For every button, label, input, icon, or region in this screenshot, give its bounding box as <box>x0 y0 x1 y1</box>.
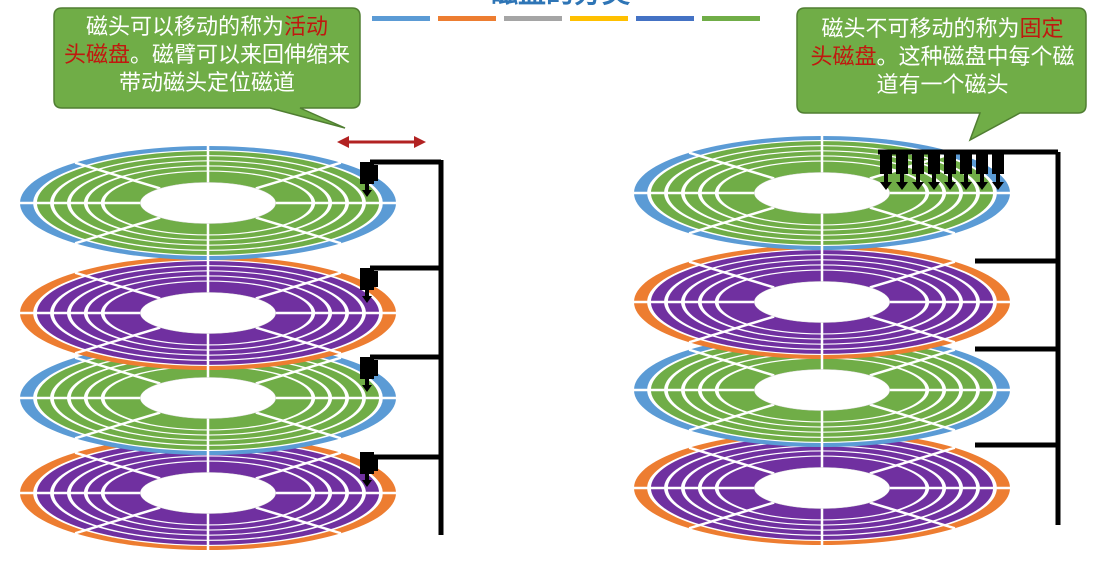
read-write-head-icon <box>360 162 378 197</box>
sector-line <box>255 506 342 535</box>
platter-hub <box>754 281 890 323</box>
right-callout-highlight2: 头磁盘 <box>810 45 877 70</box>
fixed-head-icon <box>912 152 924 190</box>
platter-hub <box>140 182 276 224</box>
platter-hub <box>754 467 890 509</box>
left-callout-part2: 。磁臂可以来回伸缩来带动磁头定位磁道 <box>118 43 351 96</box>
left-callout-highlight2: 头磁盘 <box>63 43 130 68</box>
page-title: 磁盘的分类 <box>490 0 630 9</box>
left-callout-part1: 磁头可以移动的称为 <box>85 15 284 40</box>
sector-line <box>869 501 956 530</box>
fixed-head-icon <box>896 152 908 190</box>
fixed-disk-arm <box>878 149 1061 525</box>
left-callout-text: 磁头可以移动的称为活动头磁盘。磁臂可以来回伸缩来带动磁头定位磁道 <box>62 14 352 98</box>
double-arrow-icon <box>337 136 426 148</box>
fixed-head-icon <box>992 152 1004 190</box>
sector-line <box>255 271 342 300</box>
sector-line <box>255 411 342 440</box>
sector-line <box>688 151 775 180</box>
sector-line <box>688 348 775 377</box>
color-strip-segment <box>504 16 562 21</box>
platter <box>20 436 396 550</box>
sector-line <box>74 506 161 535</box>
right-callout-bubble <box>796 7 1087 142</box>
title-color-strip <box>372 16 760 21</box>
sector-line <box>255 326 342 355</box>
sector-line <box>74 451 161 480</box>
color-strip-segment <box>372 16 430 21</box>
color-strip-segment <box>636 16 694 21</box>
platter-hub <box>754 172 890 214</box>
sector-line <box>869 206 956 235</box>
left-callout-highlight1: 活动 <box>284 15 329 40</box>
right-callout-highlight1: 固定 <box>1019 17 1064 42</box>
platter <box>20 341 396 455</box>
movable-head-disk-stack <box>20 146 396 550</box>
sector-line <box>74 411 161 440</box>
fixed-head-disk-stack <box>634 136 1010 545</box>
sector-line <box>74 271 161 300</box>
platter-hub <box>140 377 276 419</box>
sector-line <box>255 216 342 245</box>
sector-line <box>869 403 956 432</box>
sector-line <box>74 161 161 190</box>
platter-hub <box>140 292 276 334</box>
movable-disk-arm <box>360 159 444 535</box>
sector-line <box>255 356 342 385</box>
platter <box>634 431 1010 545</box>
sector-line <box>869 348 956 377</box>
sector-line <box>688 206 775 235</box>
right-callout-part1: 磁头不可移动的称为 <box>821 17 1020 42</box>
sector-line <box>688 501 775 530</box>
sector-line <box>74 216 161 245</box>
sector-line <box>869 260 956 289</box>
sector-line <box>688 403 775 432</box>
fixed-head-icon <box>976 152 988 190</box>
fixed-head-icon <box>928 152 940 190</box>
color-strip-segment <box>570 16 628 21</box>
platter-hub <box>754 369 890 411</box>
platter <box>20 146 396 260</box>
sector-line <box>74 356 161 385</box>
platter <box>634 245 1010 359</box>
read-write-head-icon <box>360 268 378 303</box>
sector-line <box>255 161 342 190</box>
platter <box>634 333 1010 447</box>
fixed-head-icon <box>880 152 892 190</box>
fixed-head-icon <box>960 152 972 190</box>
sector-line <box>255 451 342 480</box>
right-callout-text: 磁头不可移动的称为固定头磁盘。这种磁盘中每个磁道有一个磁头 <box>805 16 1080 100</box>
platter <box>20 256 396 370</box>
sector-line <box>688 446 775 475</box>
sector-line <box>688 260 775 289</box>
sector-line <box>869 315 956 344</box>
platter-hub <box>140 472 276 514</box>
sector-line <box>74 326 161 355</box>
read-write-head-icon <box>360 452 378 487</box>
fixed-head-icon <box>944 152 956 190</box>
color-strip-segment <box>438 16 496 21</box>
color-strip-segment <box>702 16 760 21</box>
read-write-head-icon <box>360 357 378 392</box>
sector-line <box>869 446 956 475</box>
sector-line <box>688 315 775 344</box>
left-callout-bubble <box>53 7 361 129</box>
right-callout-part2: 。这种磁盘中每个磁道有一个磁头 <box>876 45 1075 98</box>
